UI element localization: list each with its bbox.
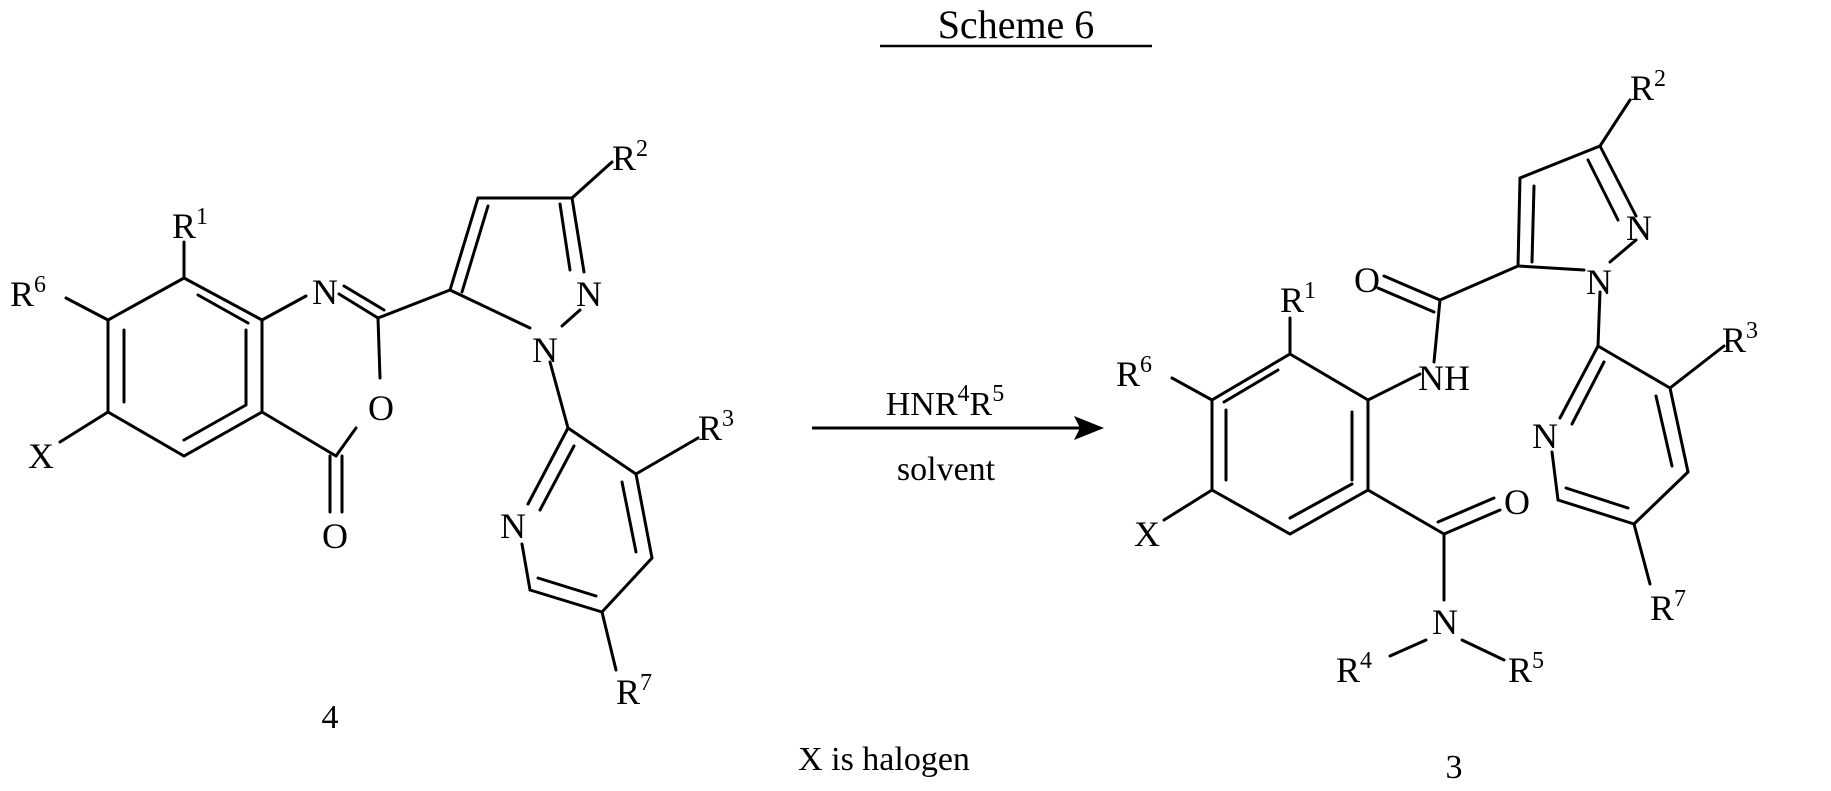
condition-label: solvent [897,451,996,488]
scheme-title: Scheme 6 [938,2,1095,47]
right-pyridine-n-label: N [1532,416,1558,456]
right-amide-n-label: N [1432,602,1458,642]
left-pyridine-n-label: N [500,506,526,546]
right-r3-label: R3 [1722,318,1758,360]
left-r7-label: R7 [616,670,652,712]
left-pyrazole-n1-label: N [532,330,558,370]
right-r6-label: R6 [1116,352,1152,394]
reagent-label: HNR4R5 [886,381,1004,423]
left-r2-label: R2 [612,136,648,178]
left-ring-n-label: N [312,272,338,312]
footnote-x-is-halogen: X is halogen [798,741,970,778]
left-r1-label: R1 [172,204,208,246]
right-nh-label: NH [1418,358,1470,398]
compound-4-number: 4 [322,699,339,736]
right-r2-label: R2 [1630,66,1666,108]
right-amide-o-lower-label: O [1504,482,1530,522]
right-amide-o-upper-label: O [1354,260,1380,300]
left-carbonyl-o-label: O [322,516,348,556]
left-pyrazole-n2-label: N [576,274,602,314]
left-r3-label: R3 [698,406,734,448]
right-r1-label: R1 [1280,278,1316,320]
left-x-label: X [28,436,54,476]
left-r6-label: R6 [10,272,46,314]
right-r5-label: R5 [1508,648,1544,690]
right-r4-label: R4 [1336,648,1372,690]
right-pyrazole-n1-label: N [1586,262,1612,302]
right-x-label: X [1134,514,1160,554]
right-pyrazole-n2-label: N [1626,208,1652,248]
compound-3-number: 3 [1446,749,1463,786]
right-r7-label: R7 [1650,586,1686,628]
left-ring-o-label: O [368,388,394,428]
